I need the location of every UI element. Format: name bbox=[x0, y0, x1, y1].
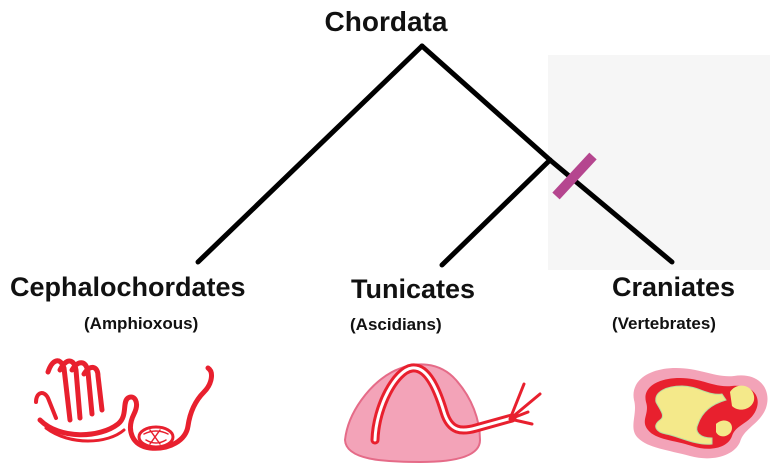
ascidian-illustration bbox=[345, 364, 540, 462]
taxon-cephalochordates: Cephalochordates bbox=[10, 272, 246, 303]
root-label-chordata: Chordata bbox=[0, 6, 772, 38]
taxon-cephalochordates-common: (Amphioxous) bbox=[84, 314, 198, 334]
taxon-tunicates-common: (Ascidians) bbox=[350, 315, 442, 335]
branch-tunicates bbox=[442, 160, 550, 265]
amphioxus-illustration bbox=[36, 361, 211, 449]
branch-cephalochordates bbox=[198, 46, 422, 262]
taxon-craniates: Craniates bbox=[612, 272, 735, 303]
branch-olfactores-stem bbox=[422, 46, 550, 160]
taxon-craniates-common: (Vertebrates) bbox=[612, 314, 716, 334]
vertebrate-embryo-illustration bbox=[633, 368, 767, 458]
taxon-tunicates: Tunicates bbox=[351, 274, 475, 305]
